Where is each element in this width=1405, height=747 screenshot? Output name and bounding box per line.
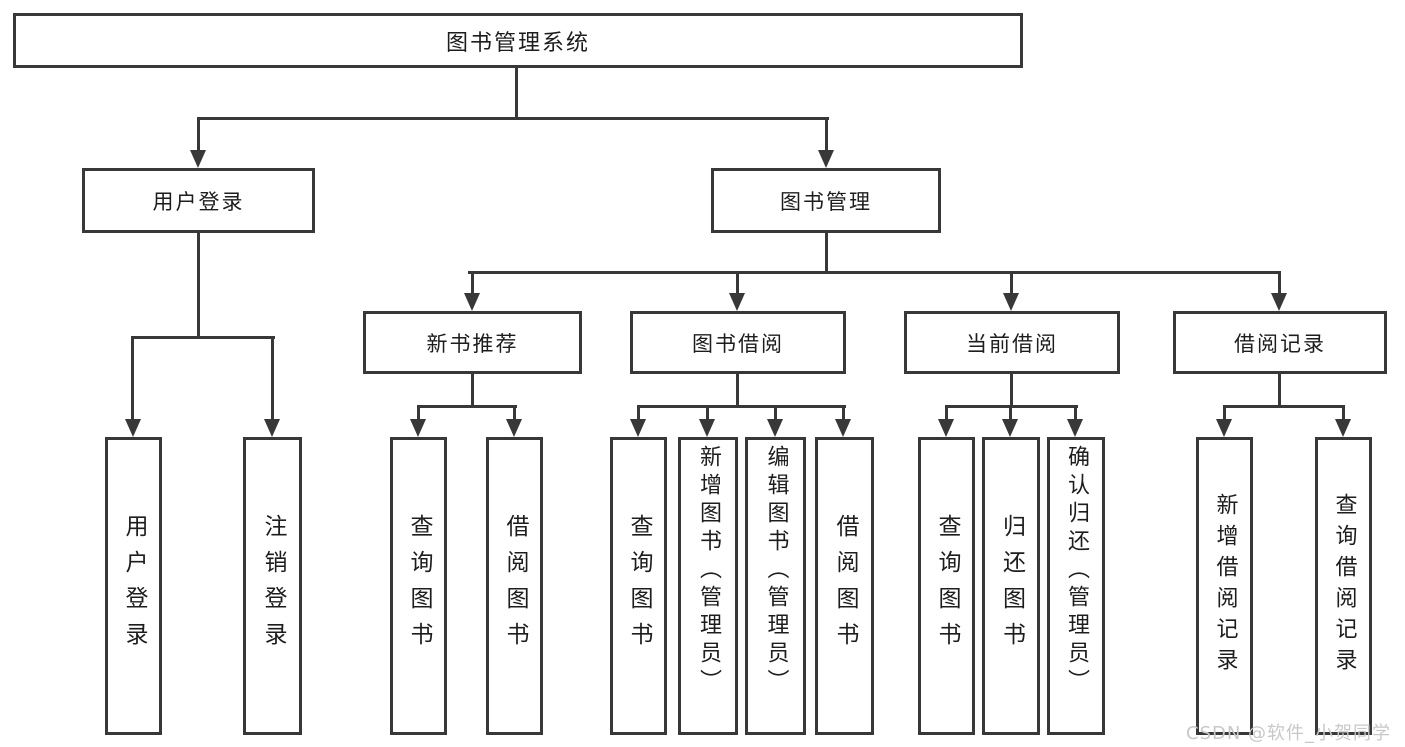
connector-line — [1278, 271, 1281, 296]
connector-line — [1010, 374, 1013, 408]
connector-line — [197, 117, 829, 120]
arrow-down-icon — [125, 419, 141, 437]
leaf-confirm-return-admin: 确认归还（管理员） — [1047, 437, 1105, 735]
arrow-down-icon — [264, 419, 280, 437]
connector-line — [774, 405, 777, 421]
node-label: 图书管理系统 — [445, 30, 590, 56]
arrow-down-icon — [464, 293, 480, 311]
connector-line — [471, 271, 474, 296]
connector-line — [825, 233, 828, 272]
leaf-add-borrow-record: 新增借阅记录 — [1196, 437, 1253, 735]
arrow-down-icon — [729, 293, 745, 311]
arrow-down-icon — [190, 150, 206, 168]
connector-line — [513, 405, 516, 421]
arrow-down-icon — [1002, 419, 1018, 437]
connector-line — [706, 405, 709, 421]
leaf-return-books: 归还图书 — [982, 437, 1040, 735]
node-label: 借阅记录 — [1234, 331, 1326, 356]
arrow-down-icon — [506, 419, 522, 437]
connector-line — [736, 271, 739, 296]
connector-line — [471, 374, 474, 408]
node-label: 借阅图书 — [832, 514, 858, 658]
node-label: 注销登录 — [260, 514, 286, 658]
connector-line — [131, 336, 134, 421]
connector-line — [736, 374, 739, 408]
leaf-borrow-books-recommend: 借阅图书 — [486, 437, 543, 735]
connector-line — [271, 336, 274, 421]
leaf-query-books-current: 查询图书 — [918, 437, 975, 735]
arrow-down-icon — [410, 419, 426, 437]
connector-line — [637, 405, 640, 421]
node-label: 新增图书（管理员） — [696, 445, 721, 697]
connector-line — [1010, 271, 1013, 296]
arrow-down-icon — [1271, 293, 1287, 311]
node-current-borrowing: 当前借阅 — [904, 311, 1120, 374]
node-book-borrowing: 图书借阅 — [630, 311, 846, 374]
leaf-add-book-admin: 新增图书（管理员） — [678, 437, 738, 735]
node-label: 编辑图书（管理员） — [763, 445, 789, 697]
connector-line — [1342, 405, 1345, 421]
leaf-logout: 注销登录 — [243, 437, 302, 735]
connector-line — [468, 271, 1281, 274]
connector-line — [417, 405, 420, 421]
connector-line — [1223, 405, 1226, 421]
node-label: 查询图书 — [406, 514, 432, 658]
node-library-management-system: 图书管理系统 — [13, 13, 1023, 68]
arrow-down-icon — [835, 419, 851, 437]
connector-line — [1278, 374, 1281, 408]
leaf-query-borrow-record: 查询借阅记录 — [1315, 437, 1372, 735]
connector-line — [197, 233, 200, 337]
node-label: 借阅图书 — [502, 514, 528, 658]
arrow-down-icon — [767, 419, 783, 437]
leaf-query-books-borrowing: 查询图书 — [610, 437, 667, 735]
connector-line — [842, 405, 845, 421]
connector-line — [1074, 405, 1077, 421]
node-label: 用户登录 — [152, 189, 245, 214]
arrow-down-icon — [818, 150, 834, 168]
node-label: 用户登录 — [121, 514, 147, 658]
node-label: 图书管理 — [780, 189, 872, 214]
arrow-down-icon — [699, 419, 715, 437]
connector-line — [131, 336, 275, 339]
connector-line — [825, 117, 828, 153]
node-label: 新增借阅记录 — [1212, 493, 1238, 679]
node-label: 查询图书 — [626, 514, 652, 658]
arrow-down-icon — [938, 419, 954, 437]
arrow-down-icon — [1067, 419, 1083, 437]
connector-line — [945, 405, 948, 421]
leaf-query-books-recommend: 查询图书 — [390, 437, 447, 735]
connector-line — [637, 405, 846, 408]
node-borrowing-records: 借阅记录 — [1173, 311, 1387, 374]
connector-line — [515, 67, 518, 118]
node-label: 图书借阅 — [692, 331, 784, 356]
node-new-book-recommendation: 新书推荐 — [363, 311, 582, 374]
node-label: 确认归还（管理员） — [1064, 445, 1089, 697]
node-label: 当前借阅 — [966, 331, 1058, 356]
connector-line — [1223, 405, 1345, 408]
arrow-down-icon — [1216, 419, 1232, 437]
node-label: 新书推荐 — [426, 331, 519, 356]
node-book-management: 图书管理 — [711, 168, 941, 233]
arrow-down-icon — [1003, 293, 1019, 311]
leaf-edit-book-admin: 编辑图书（管理员） — [745, 437, 806, 735]
connector-line — [197, 117, 200, 153]
leaf-user-login: 用户登录 — [105, 437, 162, 735]
arrow-down-icon — [1335, 419, 1351, 437]
connector-line — [1009, 405, 1012, 421]
leaf-borrow-books: 借阅图书 — [815, 437, 874, 735]
connector-line — [417, 405, 517, 408]
node-label: 归还图书 — [998, 514, 1025, 658]
node-label: 查询图书 — [934, 514, 960, 658]
arrow-down-icon — [630, 419, 646, 437]
node-label: 查询借阅记录 — [1331, 493, 1357, 679]
node-user-login: 用户登录 — [82, 168, 315, 233]
csdn-watermark: CSDN @软件_小贺同学 — [1186, 723, 1392, 744]
